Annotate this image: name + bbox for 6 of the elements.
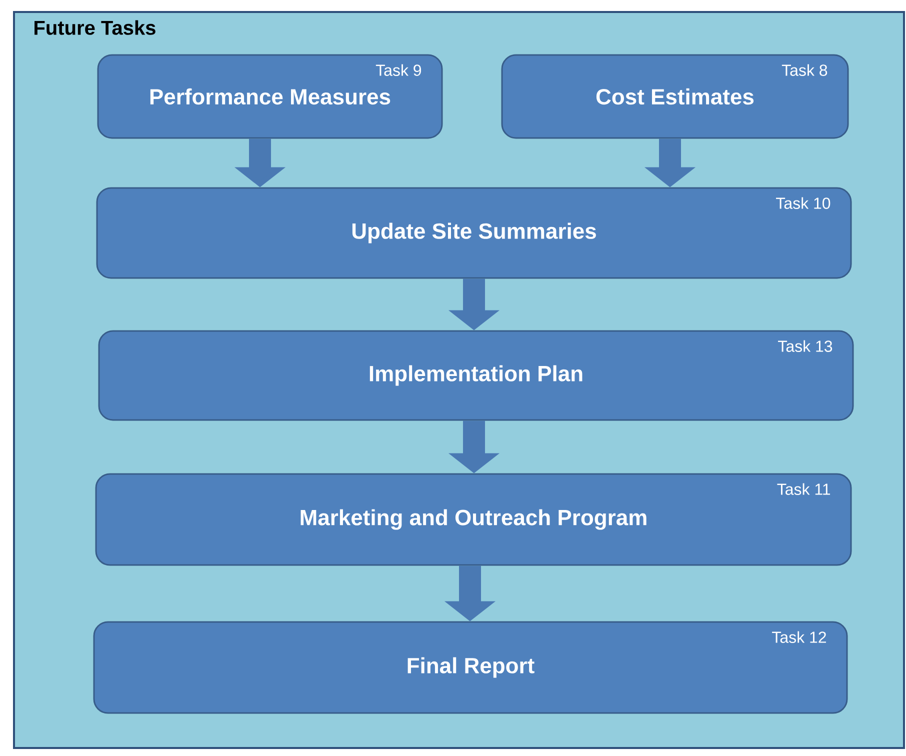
task-box: Task 11 Marketing and Outreach Program: [95, 473, 852, 566]
task-box: Task 13 Implementation Plan: [98, 330, 854, 421]
task-box: Task 10 Update Site Summaries: [96, 187, 852, 279]
task-box: Task 8 Cost Estimates: [501, 54, 849, 139]
task-box: Task 12 Final Report: [93, 621, 848, 714]
task-box: Task 9 Performance Measures: [97, 54, 443, 139]
